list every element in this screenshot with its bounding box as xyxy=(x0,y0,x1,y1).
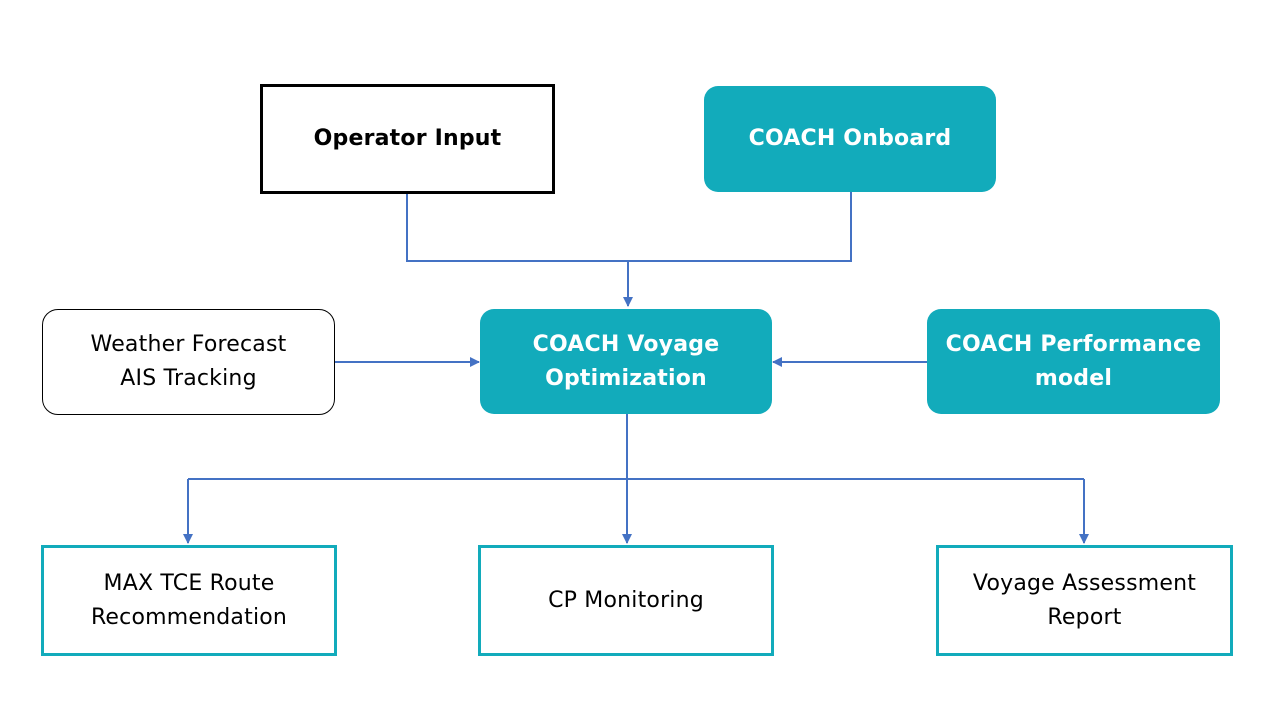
node-weather-ais-label: Weather Forecast AIS Tracking xyxy=(91,328,287,396)
node-max-tce-label: MAX TCE Route Recommendation xyxy=(91,567,287,635)
connector-operator-input xyxy=(406,194,628,262)
node-max-tce: MAX TCE Route Recommendation xyxy=(41,545,337,656)
node-voyage-optimization-line-2: Optimization xyxy=(545,365,707,391)
node-operator-input: Operator Input xyxy=(260,84,555,194)
node-cp-monitoring: CP Monitoring xyxy=(478,545,774,656)
node-coach-onboard-label: COACH Onboard xyxy=(748,126,952,151)
node-voyage-optimization-line-1: COACH Voyage xyxy=(532,331,720,357)
node-voyage-optimization: COACH Voyage Optimization xyxy=(480,309,772,414)
node-voyage-assessment-label: Voyage Assessment Report xyxy=(973,567,1196,635)
node-weather-ais-line-2: AIS Tracking xyxy=(120,366,257,391)
node-voyage-optimization-label: COACH Voyage Optimization xyxy=(533,328,720,396)
node-performance-model-label: COACH Performance model xyxy=(946,328,1202,396)
node-max-tce-line-2: Recommendation xyxy=(90,604,288,630)
node-operator-input-label: Operator Input xyxy=(313,126,502,151)
node-voyage-assessment-line-1: Voyage Assessment xyxy=(972,570,1197,596)
node-max-tce-line-1: MAX TCE Route xyxy=(103,570,275,596)
node-weather-ais-line-1: Weather Forecast xyxy=(90,332,287,357)
node-voyage-assessment: Voyage Assessment Report xyxy=(936,545,1233,656)
node-performance-model-line-2: model xyxy=(1034,365,1113,391)
node-weather-ais: Weather Forecast AIS Tracking xyxy=(42,309,335,415)
connector-coach-onboard xyxy=(628,192,852,262)
node-voyage-assessment-line-2: Report xyxy=(1047,604,1122,630)
node-performance-model: COACH Performance model xyxy=(927,309,1220,414)
node-performance-model-line-1: COACH Performance xyxy=(945,331,1202,357)
node-cp-monitoring-label: CP Monitoring xyxy=(548,587,704,613)
node-coach-onboard: COACH Onboard xyxy=(704,86,996,192)
